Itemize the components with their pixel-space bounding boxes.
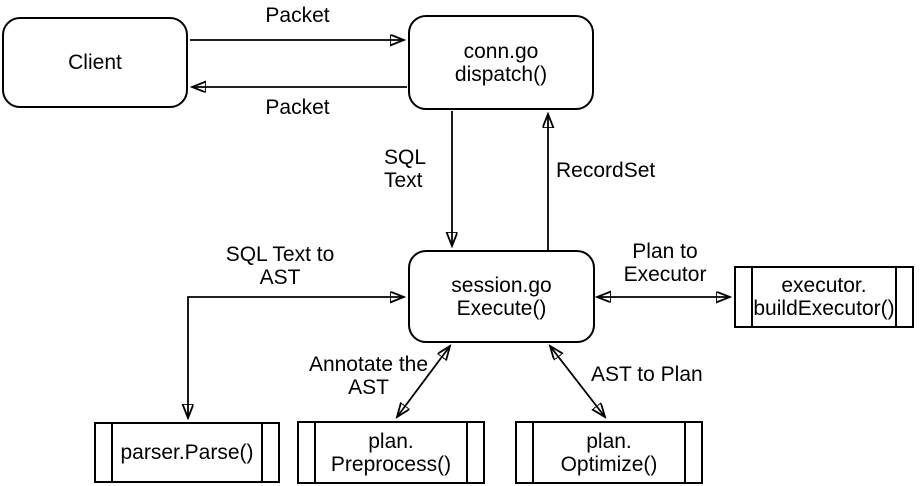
process-left-bar [751,268,753,326]
edge-label-annotate-the-ast: Annotate the AST [308,353,429,399]
node-executor-label: executor. buildExecutor() [753,274,895,320]
edge-session-optimize [550,346,605,417]
edge-label-ast-to-plan: AST to Plan [591,363,703,386]
node-conn-label: conn.go dispatch() [454,39,548,86]
node-client-label: Client [68,51,122,74]
edge-label-packet-response: Packet [265,96,330,119]
node-session-label: session.go Execute() [451,273,552,320]
node-preprocess-label: plan. Preprocess() [330,429,452,476]
edge-label-sql-text-to-ast: SQL Text to AST [225,243,335,289]
node-optimize-label: plan. Optimize() [560,429,658,476]
edge-session-parser [188,297,404,418]
process-right-bar [261,424,263,481]
process-left-bar [314,423,316,482]
process-right-bar [684,423,686,482]
node-parser-label: parser.Parse() [120,441,254,464]
node-conn-go-dispatch: conn.go dispatch() [408,15,594,110]
node-plan-preprocess: plan. Preprocess() [297,421,485,484]
process-left-bar [111,424,113,481]
node-session-go-execute: session.go Execute() [408,250,595,343]
node-plan-optimize: plan. Optimize() [515,421,703,484]
process-right-bar [895,268,897,326]
edge-label-recordset: RecordSet [556,159,656,182]
edge-label-packet-request: Packet [265,4,330,27]
node-executor-build-executor: executor. buildExecutor() [734,266,914,328]
edge-label-plan-to-executor: Plan to Executor [623,240,707,286]
edge-label-sql-text: SQL Text [384,146,427,192]
edge-session-preprocess [397,346,450,417]
node-client: Client [2,17,188,108]
process-left-bar [532,423,534,482]
node-parser-parse: parser.Parse() [94,422,280,483]
process-right-bar [466,423,468,482]
